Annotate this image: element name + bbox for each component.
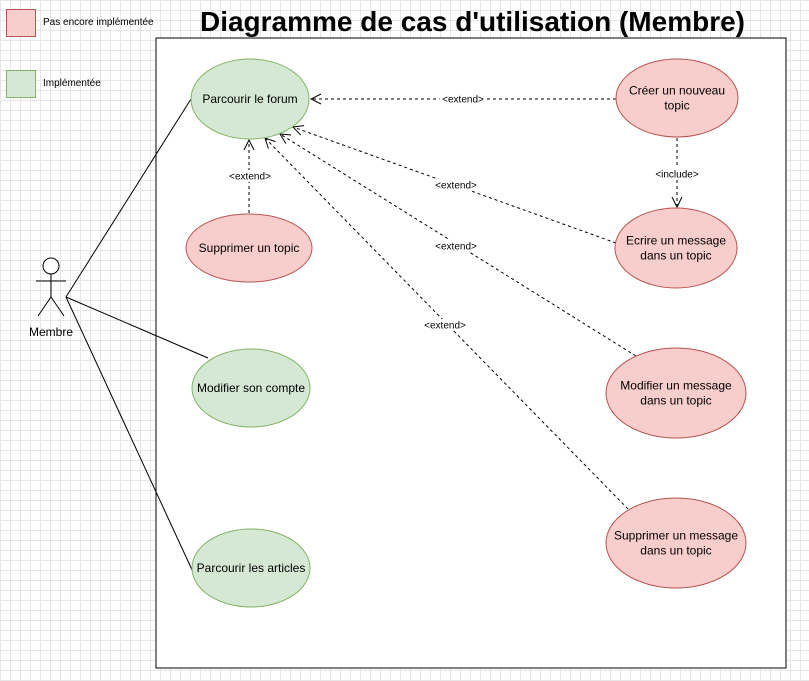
actor-head [42, 257, 60, 275]
use-case-parcourir-articles [191, 528, 311, 608]
relation-label-bg [432, 240, 480, 252]
actor-left-leg [37, 296, 52, 317]
use-case-label-creer-topic: Créer un nouveau [629, 84, 725, 98]
relation-label-creer-topic-to-ecrire-message: <include> [655, 170, 699, 181]
use-case-label-modifier-message: Modifier un message [620, 379, 732, 393]
use-case-modifier-compte [191, 348, 311, 428]
relation-label-bg [226, 170, 274, 182]
actor-membre [36, 257, 66, 317]
legend-swatch-implemented [6, 70, 36, 98]
association-line-parcourir-articles [65, 296, 194, 573]
use-case-modifier-message [605, 347, 747, 439]
relation-arrow-modifier-message-to-parcourir-forum [280, 134, 637, 357]
use-case-supprimer-topic [185, 213, 313, 283]
relation-label-bg [650, 168, 704, 180]
use-case-creer-topic [615, 58, 739, 138]
use-case-label-modifier-message: dans un topic [640, 394, 711, 408]
relation-label-bg [421, 319, 469, 331]
use-case-label-supprimer-message: dans un topic [640, 544, 711, 558]
use-case-ecrire-message [614, 207, 738, 289]
relation-label-supprimer-message-to-parcourir-forum: <extend> [424, 321, 466, 332]
use-case-label-ecrire-message: Ecrire un message [626, 234, 726, 248]
use-case-parcourir-forum [190, 58, 310, 140]
relation-label-modifier-message-to-parcourir-forum: <extend> [435, 242, 477, 253]
use-case-label-parcourir-articles: Parcourir les articles [197, 561, 306, 575]
labels-layer: <extend> <extend> <extend> <extend> <extend>… [226, 93, 704, 332]
use-case-label-parcourir-forum: Parcourir le forum [202, 92, 297, 106]
relation-label-creer-topic-to-parcourir-forum: <extend> [442, 95, 484, 106]
legend-swatch-not-implemented [6, 9, 36, 37]
actor-label: Membre [29, 325, 73, 339]
association-line-modifier-compte [65, 296, 209, 359]
relation-label-ecrire-message-to-parcourir-forum: <extend> [435, 181, 477, 192]
use-case-label-ecrire-message: dans un topic [640, 249, 711, 263]
relation-label-bg [432, 179, 480, 191]
use-case-label-modifier-compte: Modifier son compte [197, 381, 305, 395]
legend-label-not-implemented: Pas encore implémentée [43, 17, 154, 28]
association-line-parcourir-forum [65, 98, 192, 298]
legend-label-implemented: Implémentée [43, 78, 101, 89]
actor-right-leg [50, 296, 65, 317]
use-case-label-supprimer-message: Supprimer un message [614, 529, 738, 543]
use-case-label-creer-topic: topic [664, 99, 689, 113]
relation-label-bg [439, 93, 487, 105]
diagram-title: Diagramme de cas d'utilisation (Membre) [199, 6, 745, 37]
relation-label-supprimer-topic-to-parcourir-forum: <extend> [229, 172, 271, 183]
use-case-label-supprimer-topic: Supprimer un topic [199, 241, 300, 255]
use-case-supprimer-message [605, 497, 747, 589]
